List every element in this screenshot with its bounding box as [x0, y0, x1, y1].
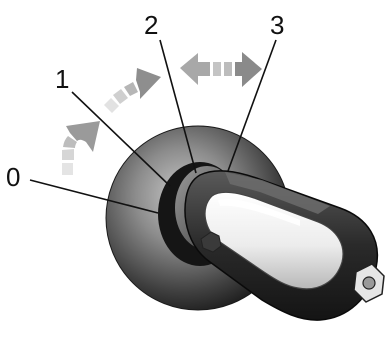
- position-leaders: [29, 39, 277, 214]
- arrow-2-3-double-icon: [180, 52, 262, 87]
- arrow-0-to-1-icon: [62, 121, 100, 175]
- position-labels: 0 1 2 3: [6, 10, 284, 192]
- leader-pos-2: [159, 39, 197, 174]
- rotation-arrows: [62, 52, 262, 175]
- ignition-key-head: [184, 170, 385, 321]
- leader-pos-0: [29, 179, 159, 214]
- position-label-3: 3: [270, 10, 284, 40]
- arrow-1-to-2-icon: [104, 68, 161, 113]
- key-ring-hole-icon: [353, 263, 385, 303]
- position-label-1: 1: [55, 64, 69, 94]
- position-label-2: 2: [144, 10, 158, 40]
- position-label-0: 0: [6, 162, 20, 192]
- leader-pos-1: [71, 91, 171, 187]
- leader-pos-3: [227, 39, 277, 172]
